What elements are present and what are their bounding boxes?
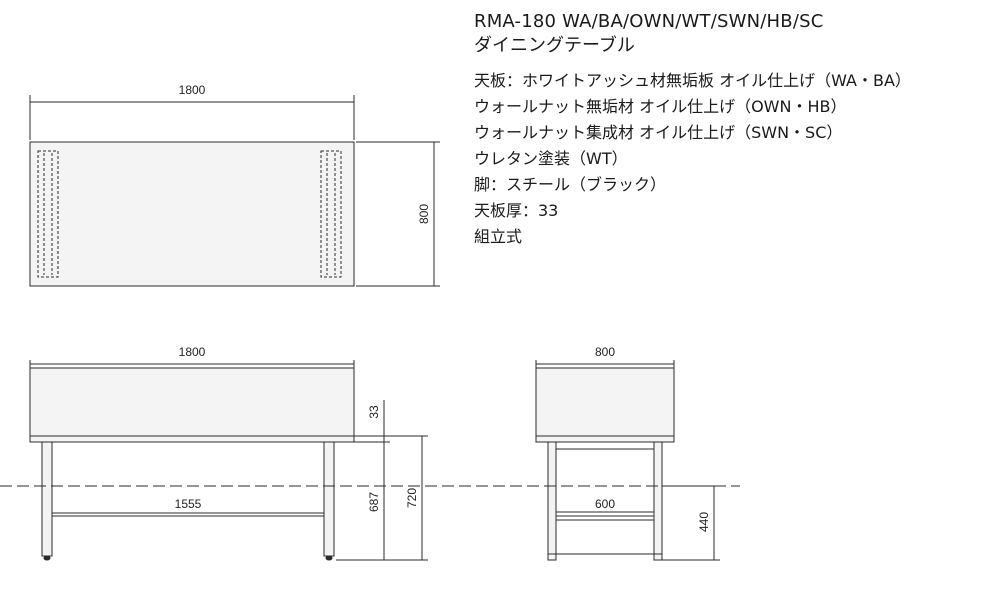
front-clearance-label: 687 — [367, 492, 381, 512]
spec-line: 組立式 — [474, 227, 523, 246]
side-stretcher-height-label: 440 — [697, 512, 711, 532]
front-thickness-label: 33 — [367, 405, 381, 419]
front-inner-width-label: 1555 — [175, 497, 202, 511]
side-leg-left — [547, 441, 557, 561]
spec-line: 天板：ホワイトアッシュ材無垢板 オイル仕上げ（WA・BA） — [474, 71, 911, 90]
plan-leg-frame-left — [37, 150, 59, 278]
spec-line: ウレタン塗装（WT） — [474, 149, 628, 168]
side-tabletop — [535, 435, 675, 443]
plan-tabletop — [29, 141, 355, 287]
side-top-outline — [535, 367, 675, 437]
front-view — [29, 360, 428, 561]
front-tabletop — [29, 435, 355, 443]
plan-leg-frame-right — [320, 150, 342, 278]
plan-view — [29, 95, 440, 287]
spec-line: ウォールナット集成材 オイル仕上げ（SWN・SC） — [474, 123, 843, 142]
front-total-height-label: 720 — [405, 488, 419, 508]
side-width-label: 800 — [595, 345, 615, 359]
spec-line: 天板厚：33 — [474, 201, 559, 220]
plan-depth-label: 800 — [417, 204, 431, 224]
front-width-label: 1800 — [179, 345, 206, 359]
spec-line: 脚：スチール（ブラック） — [474, 175, 667, 194]
side-leg-right — [653, 441, 663, 561]
plan-width-label: 1800 — [179, 83, 206, 97]
front-top-outline — [29, 367, 355, 437]
side-view — [535, 360, 720, 561]
front-leg-right — [323, 441, 335, 557]
product-name: ダイニングテーブル — [474, 35, 635, 56]
front-foot-right — [325, 555, 333, 561]
front-leg-left — [41, 441, 53, 557]
side-inner-width-label: 600 — [595, 497, 615, 511]
spec-line: ウォールナット無垢材 オイル仕上げ（OWN・HB） — [474, 97, 847, 116]
spec-list: 天板：ホワイトアッシュ材無垢板 オイル仕上げ（WA・BA） ウォールナット無垢材… — [474, 68, 994, 250]
spec-panel: RMA-180 WA/BA/OWN/WT/SWN/HB/SC ダイニングテーブル… — [474, 10, 994, 250]
model-number: RMA-180 WA/BA/OWN/WT/SWN/HB/SC — [474, 11, 824, 32]
front-foot-left — [43, 555, 51, 561]
